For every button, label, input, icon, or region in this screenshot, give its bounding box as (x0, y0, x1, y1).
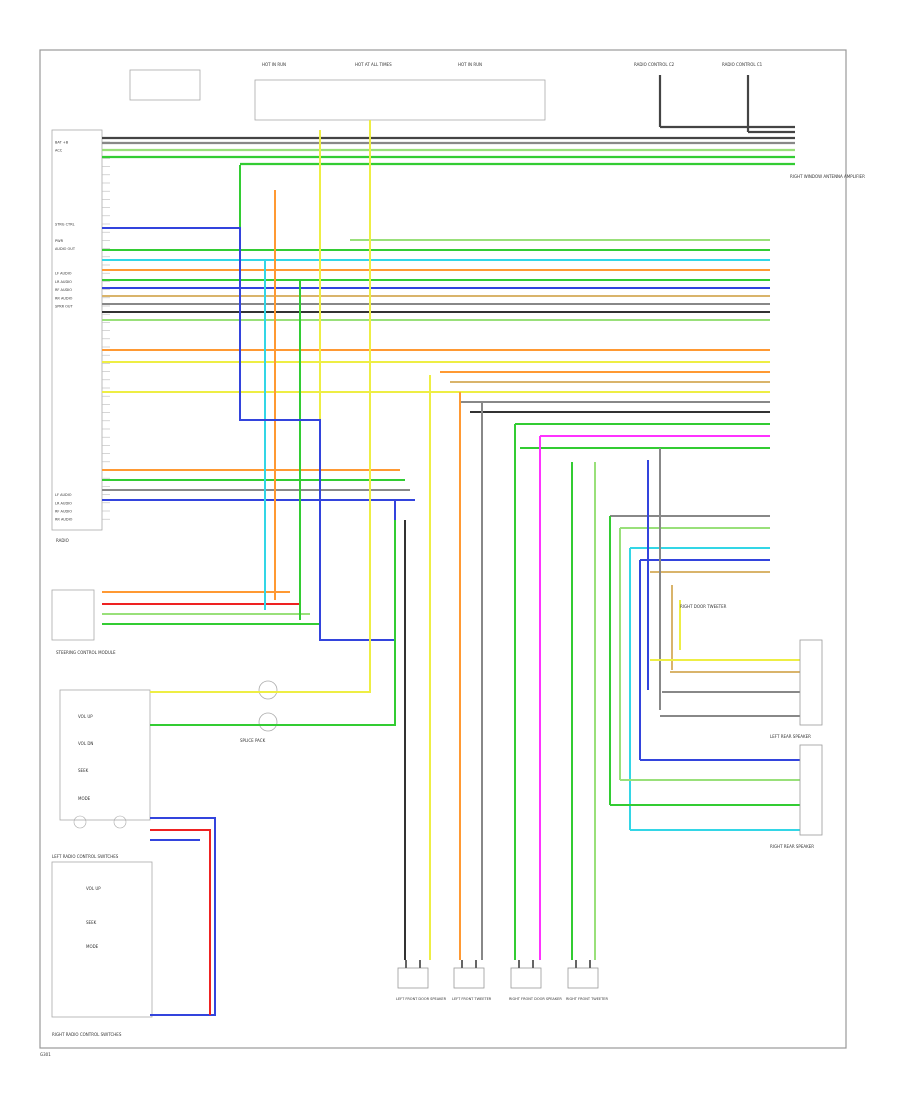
left-rear-speaker-label: LEFT REAR SPEAKER (770, 734, 811, 739)
vertical-wire (102, 227, 396, 641)
radio-pin-label: AUDIO OUT (55, 247, 76, 251)
radio-box (51, 129, 103, 531)
radio-pin-label: STRG CTRL (55, 223, 75, 227)
right-top-b: RADIO CONTROL C1 (722, 62, 763, 67)
fuse-box (254, 79, 546, 121)
left-switch-vol-up: VOL UP (78, 714, 93, 719)
radio-label: RADIO (56, 538, 69, 543)
radio-pins: BAT +B ACC STRG CTRL PWR AUDIO OUT LF AUDIO LR… (55, 141, 110, 522)
radio-pin-label: RF AUDIO (55, 510, 72, 514)
left-switch-title: LEFT RADIO CONTROL SWITCHES (52, 854, 119, 859)
right-switch-mode: MODE (86, 944, 99, 949)
clockspring-icon (258, 712, 278, 732)
radio-pin-label: LF AUDIO (55, 493, 72, 497)
top-fuse-labels: HOT IN RUN HOT AT ALL TIMES HOT IN RUN R… (262, 62, 763, 67)
radio-pin-label: SPKR OUT (55, 305, 73, 309)
radio-pin-label: LF AUDIO (55, 272, 72, 276)
hot-run-left: HOT IN RUN (262, 62, 286, 67)
top-trunk (102, 75, 795, 166)
speaker-label: RIGHT FRONT DOOR SPEAKER (509, 997, 562, 1001)
left-switch-box (59, 689, 151, 821)
left-lower-components: STEERING CONTROL MODULE VOL UP VOL DN SE… (51, 589, 278, 1037)
speaker-box (510, 967, 542, 989)
speaker-label: LEFT FRONT DOOR SPEAKER (396, 997, 447, 1001)
speaker-label: LEFT FRONT TWEETER (452, 997, 492, 1001)
hot-run-mid: HOT AT ALL TIMES (355, 62, 392, 67)
left-switch-seek: SEEK (78, 768, 89, 773)
steering-module-label: STEERING CONTROL MODULE (56, 650, 116, 655)
right-door-label: RIGHT DOOR TWEETER (680, 604, 727, 609)
right-switch-box (51, 861, 153, 1018)
clockspring-icon (258, 680, 278, 700)
right-switch-vol-up: VOL UP (86, 886, 101, 891)
bus-wires (102, 239, 770, 625)
right-switch-seek: SEEK (86, 920, 97, 925)
switch-wires (150, 120, 396, 1016)
speaker-box (453, 967, 485, 989)
speaker-box (397, 967, 429, 989)
hot-at-all-times-box (129, 69, 201, 101)
diagram-border (39, 49, 847, 1049)
hot-run-right: HOT IN RUN (458, 62, 482, 67)
radio-pin-label: RR AUDIO (55, 518, 73, 522)
radio-pin-label: RR AUDIO (55, 296, 73, 300)
left-switch-illum-icon (113, 815, 127, 829)
clockspring-label: SPLICE PACK (240, 738, 266, 743)
vertical-wires (102, 130, 800, 960)
left-switch-illum-icon (73, 815, 87, 829)
speaker-box (567, 967, 599, 989)
left-switch-vol-dn: VOL DN (78, 741, 93, 746)
left-rear-speaker-box (799, 639, 823, 726)
speaker-label: RIGHT FRONT TWEETER (566, 997, 608, 1001)
right-rear-speaker-label: RIGHT REAR SPEAKER (770, 844, 814, 849)
left-switch-mode: MODE (78, 796, 91, 801)
bottom-speakers: LEFT FRONT DOOR SPEAKER LEFT FRONT TWEETE… (396, 960, 608, 1001)
right-rear-speaker-box (799, 744, 823, 836)
radio-pin-label: LR AUDIO (55, 501, 72, 505)
radio-pin-label: ACC (55, 149, 63, 153)
right-connectors: LEFT REAR SPEAKER RIGHT REAR SPEAKER RIG… (680, 174, 865, 849)
radio-pin-label: PWR (55, 239, 64, 243)
steering-module-box (51, 589, 95, 641)
right-top-a: RADIO CONTROL C2 (634, 62, 675, 67)
radio-pin-label: BAT +B (55, 141, 69, 145)
radio-pin-label: LR AUDIO (55, 280, 72, 284)
footnote: G301 (40, 1052, 51, 1057)
radio-pin-label: RF AUDIO (55, 288, 72, 292)
right-window-label: RIGHT WINDOW ANTENNA AMPLIFIER (790, 174, 865, 179)
right-switch-title: RIGHT RADIO CONTROL SWITCHES (52, 1032, 122, 1037)
